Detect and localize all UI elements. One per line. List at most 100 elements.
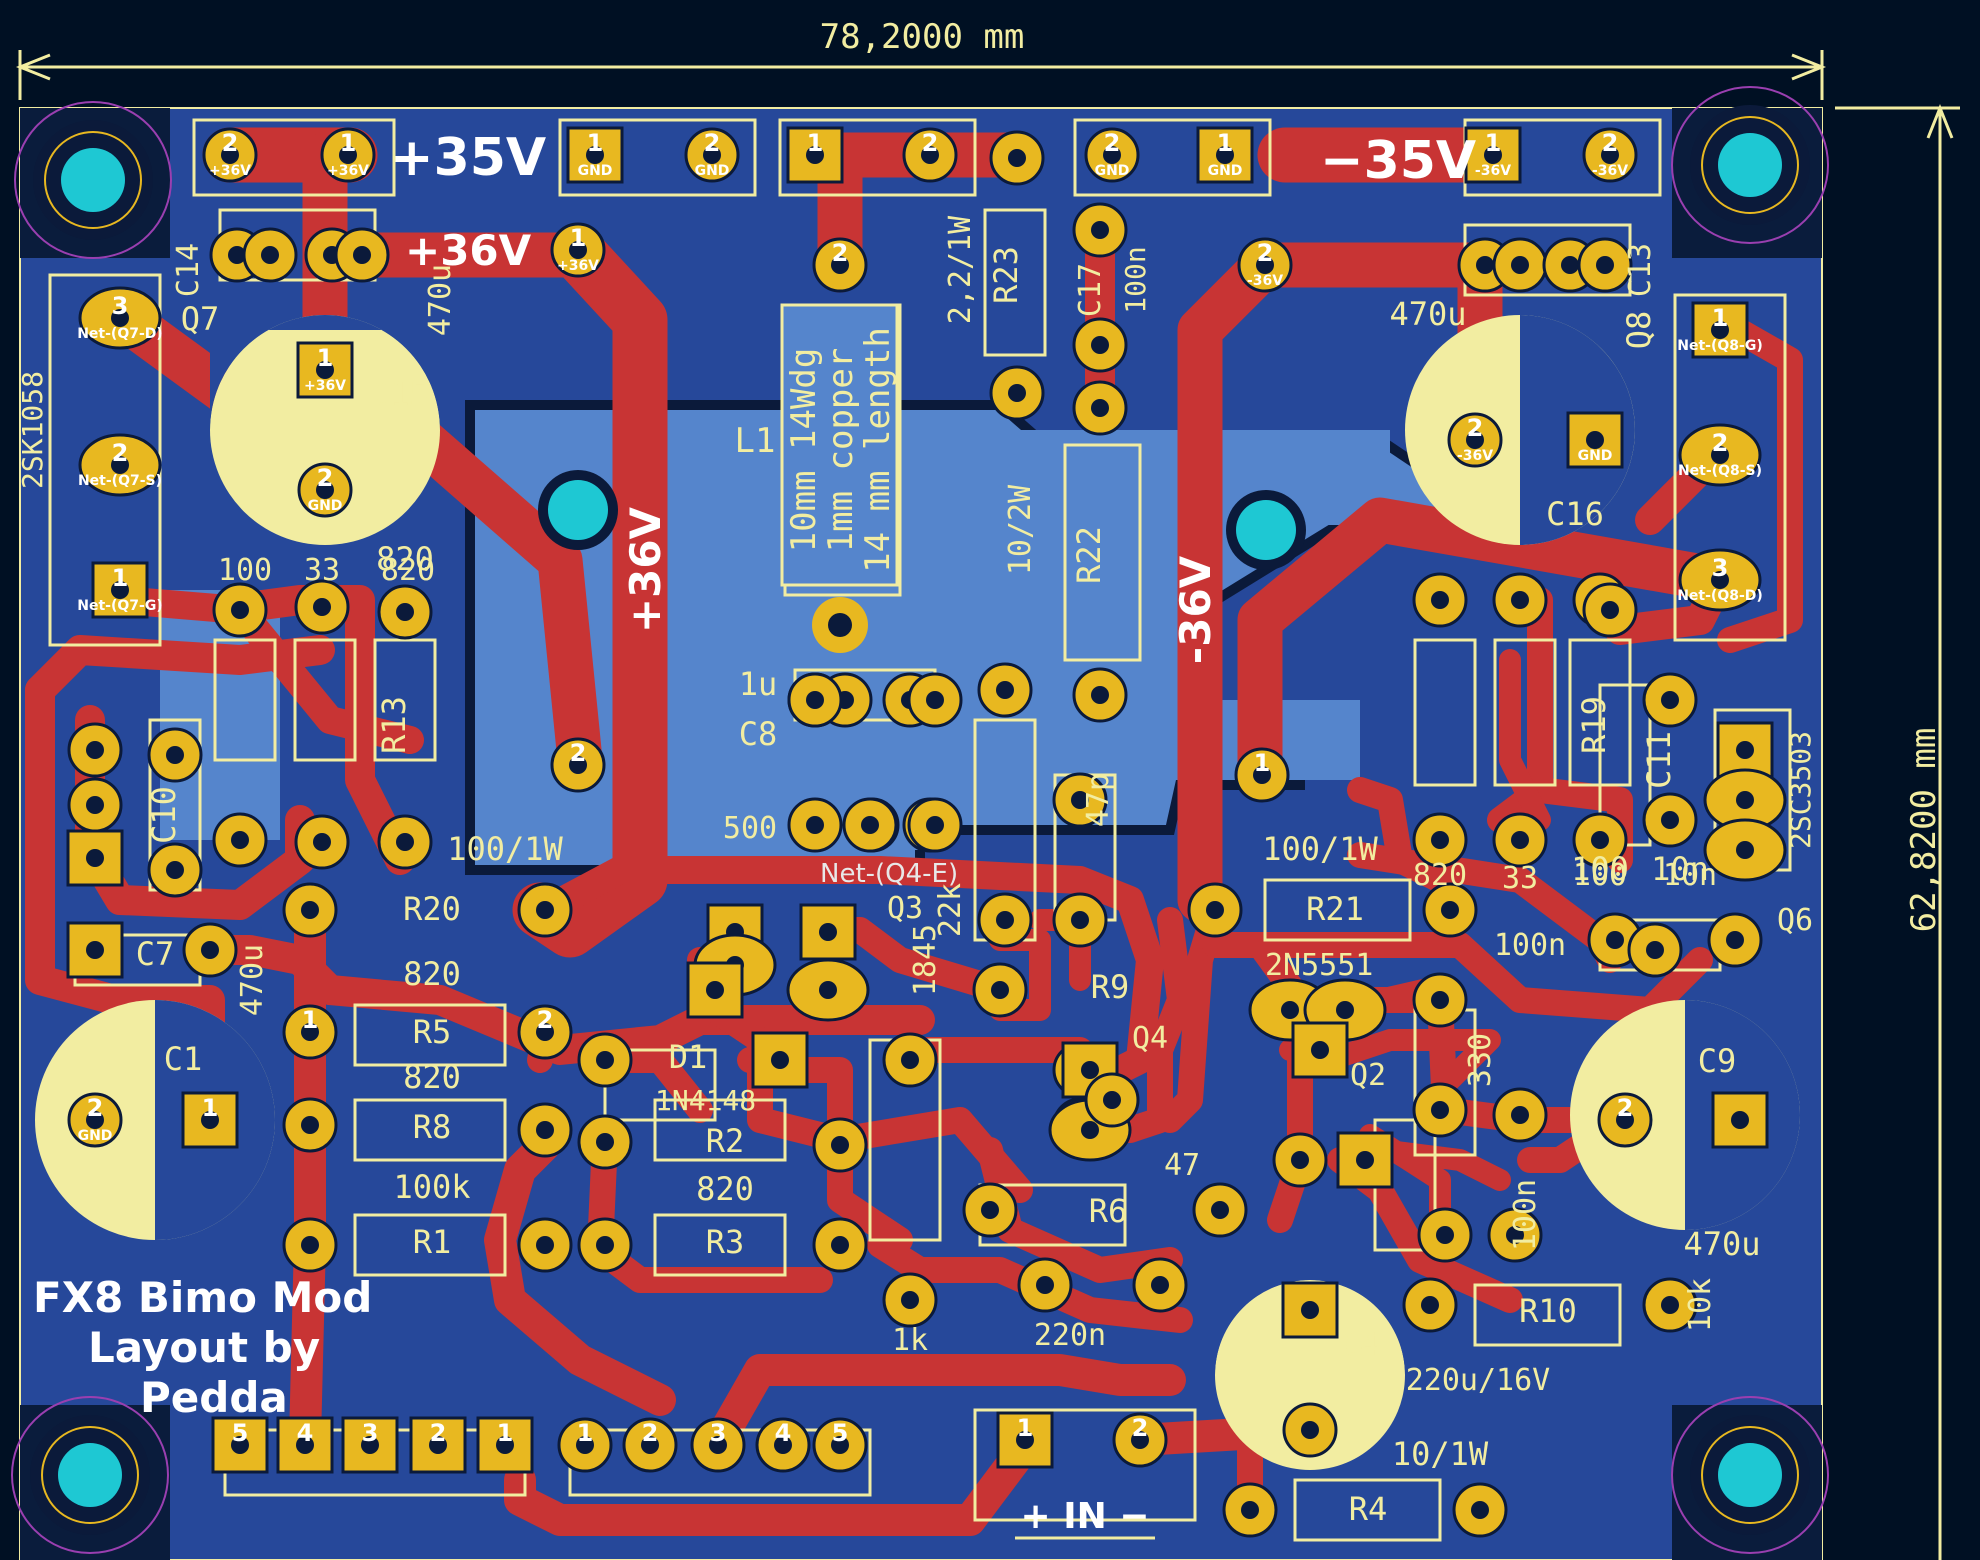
- component-value: 10/2W: [1003, 484, 1038, 575]
- pad: [842, 797, 898, 853]
- pad-net-label: -36V: [1475, 163, 1511, 179]
- pad: [294, 814, 350, 870]
- component-ref: R8: [413, 1108, 452, 1146]
- pad-number: 4: [775, 1419, 792, 1447]
- net-label-q4-e: Net-(Q4-E): [820, 859, 958, 889]
- component-value-misc: 22k: [933, 883, 968, 937]
- dimension-height-label: 62,8200 mm: [1904, 728, 1944, 933]
- capacitor-c4-body: [1215, 1280, 1405, 1470]
- inductor-note-2: 1mm copper: [821, 348, 861, 553]
- pad: [577, 1032, 633, 1088]
- pad-number: 1: [1712, 304, 1729, 332]
- pad: [1642, 792, 1698, 848]
- pad: [517, 1217, 573, 1273]
- pad-net-label: Net-(Q7-S): [78, 473, 162, 489]
- component-value: 10k: [1683, 1278, 1718, 1332]
- dimension-width-label: 78,2000 mm: [820, 17, 1025, 57]
- pad: 2+36V: [202, 127, 258, 183]
- pad-number: 1: [1217, 129, 1234, 157]
- mounting-holes: [11, 86, 1829, 1554]
- component-value: 10/1W: [1392, 1435, 1489, 1473]
- pad: [294, 579, 350, 635]
- type-label-q7: 2SK1058: [16, 371, 49, 489]
- pad: [751, 1031, 809, 1089]
- mounting-hole-tr: [1671, 86, 1829, 244]
- pad: 3: [690, 1417, 746, 1473]
- pad: 2: [550, 737, 606, 793]
- pad: 1-36V: [1464, 126, 1522, 184]
- mounting-hole-mid-right: [1226, 490, 1306, 570]
- pad: [67, 722, 123, 778]
- pad: [1703, 818, 1787, 882]
- pad: [1072, 317, 1128, 373]
- pad-number: 2: [1467, 414, 1484, 442]
- component-ref: Q6: [1777, 903, 1813, 938]
- pad-number: 1: [202, 1094, 219, 1122]
- pad: [282, 1217, 338, 1273]
- pad: [787, 672, 843, 728]
- component-value: 100/1W: [1262, 830, 1378, 868]
- component-ref: C4: [1341, 1325, 1380, 1363]
- pad: [517, 1102, 573, 1158]
- type-label-q3: 1845: [908, 924, 943, 996]
- component-value-misc: 1k: [892, 1323, 928, 1358]
- component-value-misc: 100: [218, 553, 272, 588]
- pad-number: 2: [537, 1006, 554, 1034]
- label-minus-36v-trace: -36V: [1171, 555, 1220, 664]
- pad-number: 2: [832, 239, 849, 267]
- pad-number: 3: [1712, 554, 1729, 582]
- pad: [1412, 812, 1468, 868]
- dimension-horizontal: [15, 50, 1827, 100]
- pad: 1: [181, 1091, 239, 1149]
- inductor-ref: L1: [735, 421, 776, 461]
- component-ref: C11: [1640, 731, 1678, 789]
- pad-number: 2: [1602, 129, 1619, 157]
- pad: 3: [341, 1416, 399, 1474]
- pad: [799, 903, 857, 961]
- pad: 1: [1234, 747, 1290, 803]
- pad: [977, 892, 1033, 948]
- component-ref: R4: [1349, 1490, 1388, 1528]
- pad-number: 2: [222, 129, 239, 157]
- pad: GND: [1566, 411, 1624, 469]
- pad: [1492, 1087, 1548, 1143]
- component-value: 820: [696, 1170, 754, 1208]
- pad: [1052, 772, 1108, 828]
- mounting-hole-br: [1671, 1396, 1829, 1554]
- component-ref: R5: [413, 1013, 452, 1051]
- pad: [1412, 1082, 1468, 1138]
- pad: 2: [812, 237, 868, 293]
- component-value: 10n: [1651, 850, 1709, 888]
- pad: [66, 921, 124, 979]
- component-value: 100n: [1119, 246, 1152, 313]
- pad: 1: [786, 126, 844, 184]
- component-ref: Q4: [1132, 1021, 1168, 1056]
- pad: [1187, 882, 1243, 938]
- component-ref: R19: [1575, 696, 1613, 754]
- pad: [812, 1217, 868, 1273]
- label-plus-36v-trace: +36V: [621, 506, 670, 633]
- component-value: 820: [403, 955, 461, 993]
- pad-net-label: Net-(Q8-S): [1678, 463, 1762, 479]
- pad: 5: [211, 1416, 269, 1474]
- component-ref: C16: [1546, 495, 1604, 533]
- pad: [1017, 1257, 1073, 1313]
- pad: 2-36V: [1447, 412, 1503, 468]
- component-value: 820: [376, 540, 434, 578]
- pad: [1052, 892, 1108, 948]
- component-ref: C7: [136, 935, 175, 973]
- pad: [66, 829, 124, 887]
- pad: 1+36V: [296, 341, 354, 399]
- capacitor-c16-body: [1405, 315, 1635, 545]
- pad: [1492, 812, 1548, 868]
- component-value-misc: 330: [1463, 1033, 1498, 1087]
- pad: [1402, 1277, 1458, 1333]
- pad-number: 1: [570, 224, 587, 252]
- pad: [1281, 1281, 1339, 1339]
- pad: [1084, 1072, 1140, 1128]
- component-ref: C17: [1073, 263, 1108, 317]
- mounting-hole-mid-left: [538, 470, 618, 550]
